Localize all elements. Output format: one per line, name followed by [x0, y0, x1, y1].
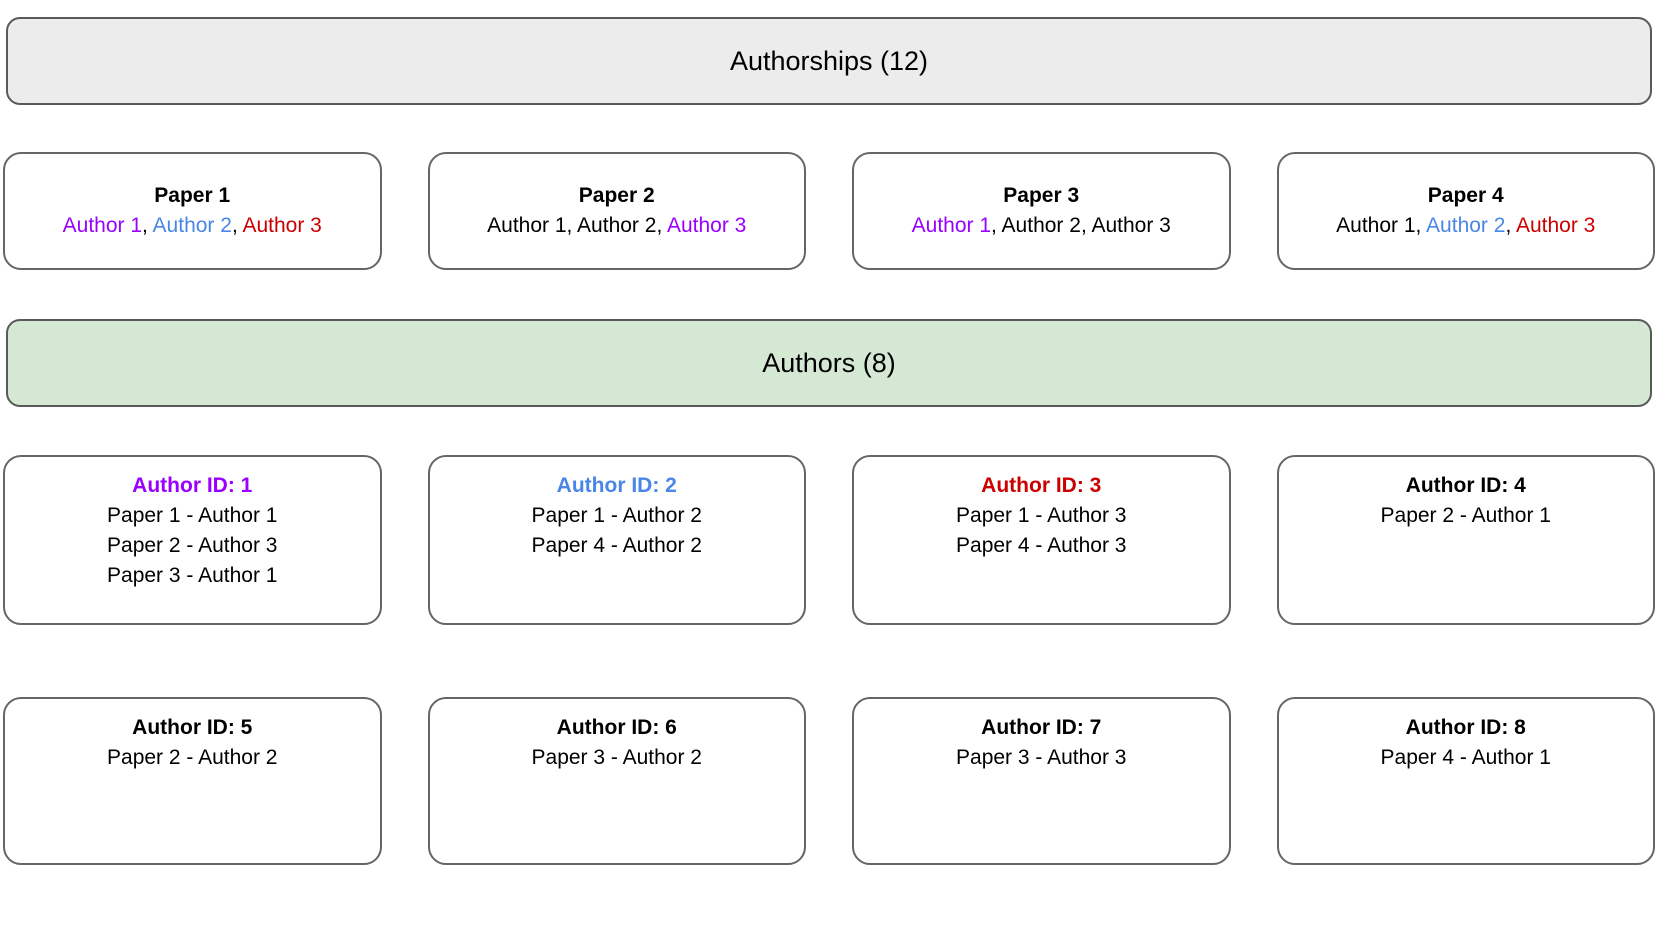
paper-title: Paper 1	[154, 184, 231, 207]
author-card-lines: Paper 1 - Author 3 Paper 4 - Author 3	[956, 501, 1126, 561]
author-card-lines: Paper 3 - Author 3	[956, 743, 1126, 773]
author-card-lines: Paper 1 - Author 2 Paper 4 - Author 2	[532, 501, 702, 561]
authorship-line: Paper 1 - Author 3	[956, 504, 1127, 527]
authorship-line: Paper 1 - Author 1	[107, 504, 278, 527]
authorship-line: Paper 4 - Author 3	[956, 534, 1127, 557]
paper-author-ref: Author 3	[1515, 214, 1596, 237]
author-card: Author ID: 5 Paper 2 - Author 2	[3, 697, 382, 865]
authorships-banner: Authorships (12)	[6, 17, 1652, 105]
authors-row-1: Author ID: 1 Paper 1 - Author 1 Paper 2 -…	[3, 455, 1655, 625]
paper-author-ref: Author 1	[1336, 214, 1416, 237]
authorship-line: Paper 4 - Author 1	[1380, 746, 1551, 769]
author-card-lines: Paper 3 - Author 2	[532, 743, 702, 773]
author-card: Author ID: 4 Paper 2 - Author 1	[1276, 455, 1655, 625]
author-card-lines: Paper 1 - Author 1 Paper 2 - Author 3 Pape…	[107, 501, 277, 591]
paper-card: Paper 3 Author 1, Author 2, Author 3	[852, 152, 1231, 270]
author-card: Author ID: 7 Paper 3 - Author 3	[852, 697, 1231, 865]
authorship-line: Paper 4 - Author 2	[531, 534, 702, 557]
author-card-title: Author ID: 4	[1405, 474, 1526, 497]
author-card-lines: Paper 2 - Author 2	[107, 743, 277, 773]
author-card: Author ID: 3 Paper 1 - Author 3 Paper 4 -…	[852, 455, 1231, 625]
author-card-title: Author ID: 7	[981, 716, 1102, 739]
paper-author-ref: Author 3	[666, 214, 747, 237]
paper-title: Paper 4	[1427, 184, 1504, 207]
paper-author-ref: Author 2	[577, 214, 657, 237]
authorship-line: Paper 1 - Author 2	[531, 504, 702, 527]
paper-authors: Author 1, Author 2, Author 3	[62, 214, 322, 237]
author-card-title: Author ID: 5	[132, 716, 253, 739]
author-card-lines: Paper 2 - Author 1	[1381, 501, 1551, 531]
paper-author-ref: Author 1	[911, 214, 992, 237]
author-card: Author ID: 1 Paper 1 - Author 1 Paper 2 -…	[3, 455, 382, 625]
paper-authors: Author 1, Author 2, Author 3	[487, 214, 747, 237]
paper-authors: Author 1, Author 2, Author 3	[1336, 214, 1596, 237]
paper-authors: Author 1, Author 2, Author 3	[911, 214, 1171, 237]
authors-banner-label: Authors (8)	[762, 347, 896, 378]
authors-row-2: Author ID: 5 Paper 2 - Author 2 Author I…	[3, 697, 1655, 865]
paper-author-ref: Author 3	[242, 214, 322, 237]
paper-card: Paper 4 Author 1, Author 2, Author 3	[1276, 152, 1655, 270]
paper-author-ref: Author 2	[1426, 214, 1506, 237]
author-card: Author ID: 2 Paper 1 - Author 2 Paper 4 -…	[427, 455, 806, 625]
authors-banner: Authors (8)	[6, 319, 1652, 407]
author-card-lines: Paper 4 - Author 1	[1381, 743, 1551, 773]
authorship-line: Paper 2 - Author 2	[107, 746, 278, 769]
paper-card: Paper 1 Author 1, Author 2, Author 3	[3, 152, 382, 270]
author-card: Author ID: 8 Paper 4 - Author 1	[1276, 697, 1655, 865]
author-card-title: Author ID: 2	[556, 474, 677, 497]
paper-author-ref: Author 1	[487, 214, 567, 237]
paper-title: Paper 3	[1003, 184, 1080, 207]
paper-author-ref: Author 2	[1001, 214, 1081, 237]
authorship-line: Paper 3 - Author 1	[107, 564, 278, 587]
paper-author-ref: Author 2	[152, 214, 232, 237]
authorship-line: Paper 3 - Author 3	[956, 746, 1127, 769]
authorship-line: Paper 2 - Author 1	[1380, 504, 1551, 527]
paper-title: Paper 2	[578, 184, 655, 207]
authorship-line: Paper 3 - Author 2	[531, 746, 702, 769]
author-card-title: Author ID: 8	[1405, 716, 1526, 739]
paper-card: Paper 2 Author 1, Author 2, Author 3	[427, 152, 806, 270]
author-card-title: Author ID: 3	[981, 474, 1102, 497]
author-card-title: Author ID: 1	[132, 474, 253, 497]
authorship-line: Paper 2 - Author 3	[107, 534, 278, 557]
authorships-banner-label: Authorships (12)	[729, 45, 929, 76]
papers-row: Paper 1 Author 1, Author 2, Author 3 Pap…	[3, 152, 1655, 270]
author-card-title: Author ID: 6	[556, 716, 677, 739]
author-card: Author ID: 6 Paper 3 - Author 2	[427, 697, 806, 865]
paper-author-ref: Author 1	[62, 214, 143, 237]
paper-author-ref: Author 3	[1091, 214, 1171, 237]
